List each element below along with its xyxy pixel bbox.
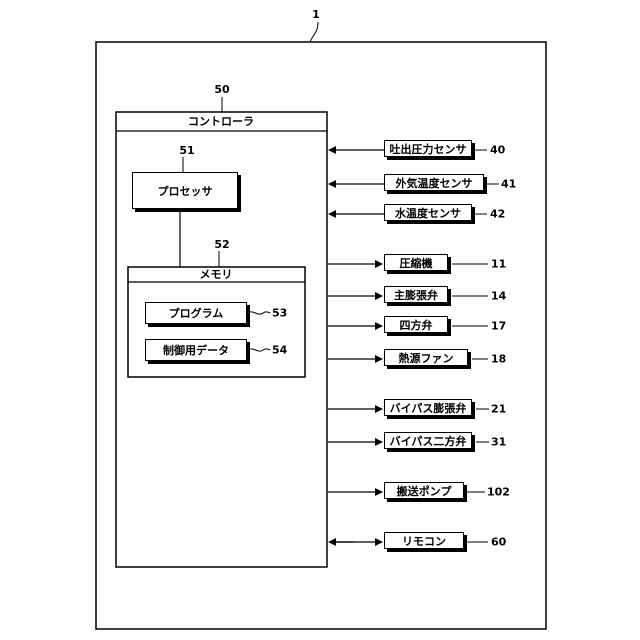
four-way-valve-box: 四方弁 (384, 316, 448, 333)
program-ref: 53 (272, 308, 287, 319)
figure-ref-leader (310, 22, 318, 42)
memory-ref: 52 (214, 239, 229, 250)
main-expansion-valve-box: 主膨張弁 (384, 286, 448, 303)
control-data-box: 制御用データ (145, 339, 247, 361)
sensor-water-temp-ref: 42 (490, 209, 505, 220)
bypass-two-way-valve-ref: 31 (491, 437, 506, 448)
sensor-discharge-pressure: 吐出圧力センサ (384, 140, 472, 157)
sensor-water-temp: 水温度センサ (384, 204, 472, 221)
controller-title: コントローラ (188, 116, 254, 127)
sensor-outdoor-temp-ref: 41 (501, 179, 516, 190)
memory-title: メモリ (200, 269, 233, 280)
main-expansion-valve-ref: 14 (491, 291, 506, 302)
sensor-outdoor-temp: 外気温度センサ (384, 174, 484, 191)
four-way-valve-ref: 17 (491, 321, 506, 332)
sensor-discharge-pressure-ref: 40 (490, 145, 505, 156)
bypass-two-way-valve-box: バイパス二方弁 (384, 432, 472, 449)
program-ref-leader (248, 312, 270, 314)
controller-ref: 50 (214, 84, 229, 95)
heat-source-fan-ref: 18 (491, 354, 506, 365)
bypass-expansion-valve-ref: 21 (491, 404, 506, 415)
compressor-ref: 11 (491, 259, 506, 270)
remote-controller-box: リモコン (384, 532, 464, 549)
processor-box: プロセッサ (132, 172, 238, 209)
control-data-ref: 54 (272, 345, 287, 356)
control-data-ref-leader (248, 349, 270, 351)
processor-ref: 51 (179, 145, 194, 156)
bypass-expansion-valve-box: バイパス膨張弁 (384, 399, 472, 416)
remote-controller-ref: 60 (491, 537, 506, 548)
transfer-pump-box: 搬送ポンプ (384, 482, 464, 499)
heat-source-fan-box: 熱源ファン (384, 349, 468, 366)
transfer-pump-ref: 102 (487, 487, 510, 498)
compressor-box: 圧縮機 (384, 254, 448, 271)
figure-ref: 1 (312, 9, 320, 20)
program-box: プログラム (145, 302, 247, 324)
outer-frame (96, 42, 546, 629)
